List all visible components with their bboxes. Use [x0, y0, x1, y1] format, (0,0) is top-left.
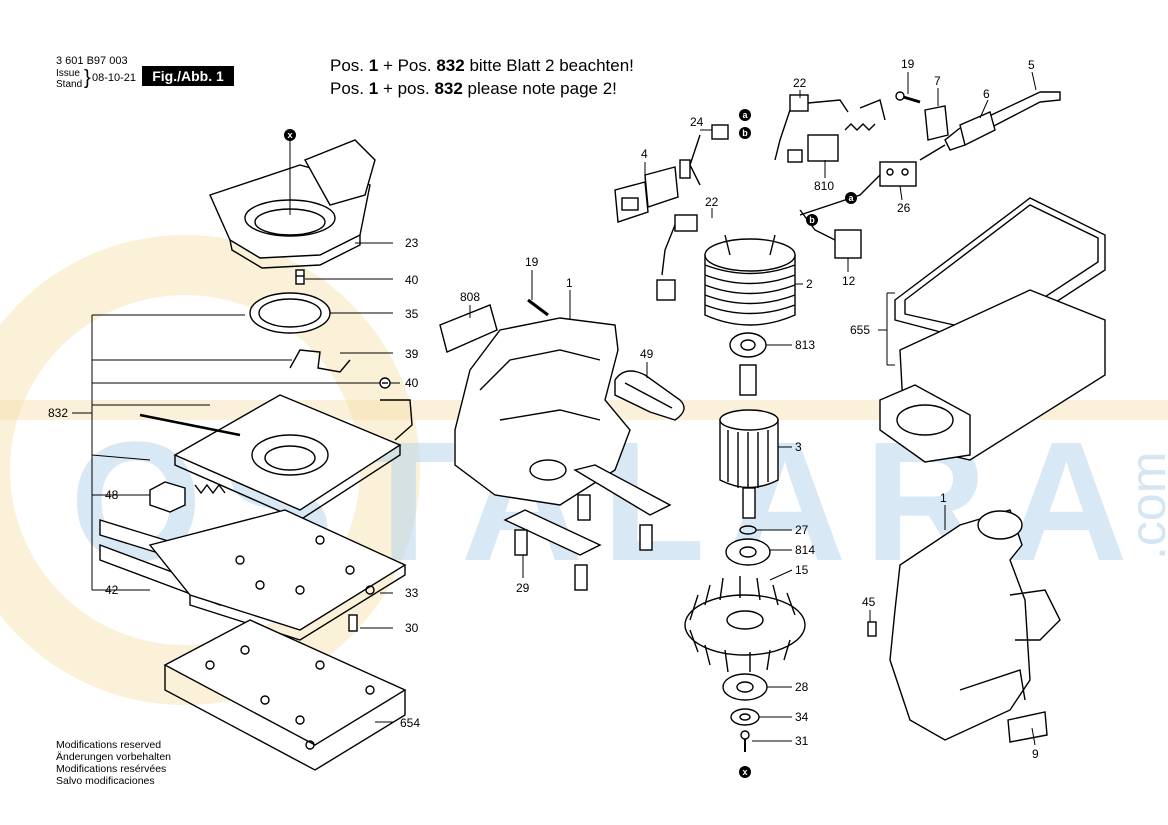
label-30: 30: [405, 621, 419, 635]
label-9: 9: [1032, 747, 1039, 761]
modifications-notice: Modifications reserved Änderungen vorbeh…: [56, 739, 172, 787]
clamp-part-7: [924, 105, 949, 141]
label-19b: 19: [901, 57, 915, 71]
label-26: 26: [897, 201, 911, 215]
terminal-part-26: [799, 161, 917, 216]
spring-part-48: [149, 481, 226, 513]
label-49: 49: [640, 347, 654, 361]
sanding-plate-part-33: [148, 509, 407, 641]
base-plate-assembly-part-832: [139, 394, 413, 521]
label-23: 23: [405, 236, 419, 250]
figure-label: Fig./Abb. 1: [142, 66, 234, 86]
label-654: 654: [400, 716, 420, 730]
dust-box-part-655: [879, 197, 1106, 463]
label-part-9: [1007, 711, 1048, 743]
label-33: 33: [405, 586, 419, 600]
capacitor-part-24: [679, 124, 729, 186]
label-7: 7: [934, 74, 941, 88]
stator-field-part-2: [704, 234, 796, 326]
label-2: 2: [806, 277, 813, 291]
issue-date: 08-10-21: [92, 72, 137, 84]
brace: }: [84, 67, 91, 89]
label-3: 3: [795, 440, 802, 454]
wire-clip-part-39: [289, 349, 351, 373]
label-22b: 22: [705, 195, 719, 209]
label-35: 35: [405, 307, 419, 321]
power-cord-part-5: [984, 91, 1061, 129]
housing-half-part-1b: [889, 509, 1061, 741]
label-15: 15: [795, 563, 809, 577]
label-5: 5: [1028, 58, 1035, 72]
label-48: 48: [105, 488, 119, 502]
label-29: 29: [516, 581, 530, 595]
marker-b-right: b: [809, 215, 815, 225]
label-31: 31: [795, 734, 809, 748]
sanding-pad-part-654: [163, 619, 407, 771]
label-27: 27: [795, 523, 809, 537]
label-6: 6: [983, 87, 990, 101]
screw-part-30: [348, 614, 358, 632]
label-45: 45: [862, 595, 876, 609]
label-40b: 40: [405, 376, 419, 390]
brush-holder-part-810: [787, 99, 886, 163]
bearing-part-814: [725, 538, 771, 566]
guide-foot-part-29: [503, 464, 672, 591]
pin-part-45: [867, 621, 877, 637]
note-english: Pos. 1 + pos. 832 please note page 2!: [330, 79, 617, 98]
watermark-suffix: .com: [1120, 452, 1168, 560]
label-1b: 1: [940, 491, 947, 505]
armature-part-3: [719, 364, 779, 519]
wire-part-22b: [656, 214, 698, 301]
screw-part-31: [740, 730, 750, 752]
label-12: 12: [842, 274, 856, 288]
doc-number: 3 601 B97 003: [56, 55, 128, 67]
fan-part-15: [684, 576, 806, 673]
marker-b-top: b: [742, 128, 748, 138]
label-40a: 40: [405, 273, 419, 287]
label-plate-part-808: [439, 304, 498, 353]
issue-label: Issue: [56, 68, 80, 79]
label-24: 24: [690, 115, 704, 129]
label-808: 808: [460, 290, 480, 304]
screw-part-40a: [295, 269, 305, 285]
label-42: 42: [105, 583, 119, 597]
interference-capacitor-part-22a: [774, 94, 849, 161]
label-1a: 1: [566, 276, 573, 290]
marker-x-top: x: [287, 130, 292, 140]
marker-x-bottom: x: [742, 767, 747, 777]
label-19a: 19: [525, 255, 539, 269]
label-28: 28: [795, 680, 809, 694]
screw-part-19b: [895, 91, 921, 104]
seal-ring-part-35: [249, 292, 331, 334]
seal-part-49: [614, 370, 685, 421]
capacitor-part-12: [799, 209, 862, 259]
stand-label: Stand: [56, 79, 83, 90]
label-810: 810: [814, 179, 834, 193]
label-34: 34: [795, 710, 809, 724]
label-39: 39: [405, 347, 419, 361]
label-655: 655: [850, 323, 870, 337]
note-german: Pos. 1 + Pos. 832 bitte Blatt 2 beachten…: [330, 56, 634, 75]
label-813: 813: [795, 338, 815, 352]
screw-part-19a: [527, 298, 549, 317]
label-4: 4: [641, 147, 648, 161]
label-22a: 22: [793, 76, 807, 90]
marker-a-right: a: [848, 193, 854, 203]
housing-half-part-1: [454, 317, 631, 506]
marker-circles: [284, 109, 857, 778]
label-832: 832: [48, 406, 68, 420]
leader-lines: [72, 71, 1037, 746]
switch-part-4: [614, 166, 679, 223]
label-814: 814: [795, 543, 815, 557]
cord-guard-part-6: [919, 111, 996, 161]
marker-a-top: a: [742, 110, 748, 120]
